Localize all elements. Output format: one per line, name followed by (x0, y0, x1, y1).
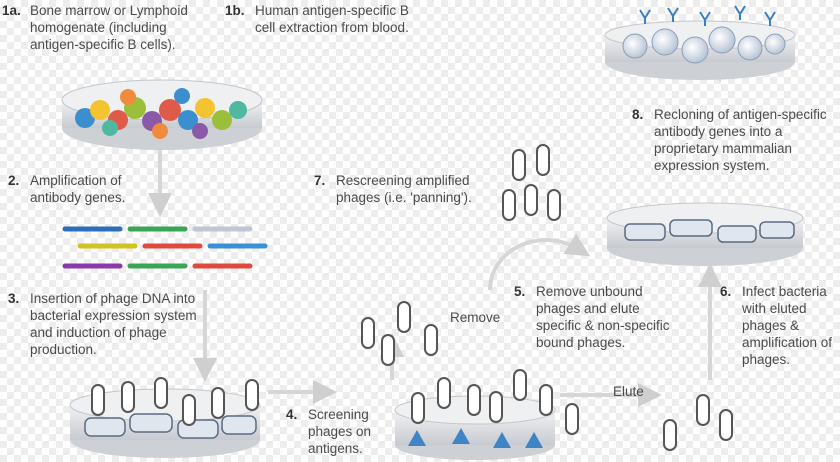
step-5-label: 5. Remove unbound phages and elute speci… (514, 284, 670, 350)
phage-group-amplified (502, 144, 561, 221)
antigen-triangles (408, 428, 543, 448)
petri-dish-b-cells (604, 5, 796, 80)
step-6-label: 6. Infect bacteria with eluted phages & … (720, 284, 833, 367)
cell-cluster (75, 88, 247, 139)
step-2-label: 2. Amplification of antibody genes. (8, 173, 126, 205)
step-1b-label: 1b. Human antigen-specific B cell extrac… (225, 3, 409, 35)
petri-dish-bone-marrow (61, 79, 263, 150)
elute-label: Elute (613, 384, 644, 399)
petri-dish-mammalian-expression (606, 202, 804, 266)
step-4-label: 4. Screening phages on antigens. (286, 407, 372, 456)
step-1a-label: 1a. Bone marrow or Lymphoid homogenate (… (2, 3, 188, 52)
antibody-gene-bars (62, 226, 268, 269)
step-3-label: 3. Insertion of phage DNA into bacterial… (8, 291, 197, 357)
phage-group-step3 (91, 377, 259, 426)
step-7-label: 7. Rescreening amplified phages (i.e. 'p… (314, 173, 472, 205)
antibody-glyphs (639, 5, 776, 26)
step-8-label: 8. Recloning of antigen-specific antibod… (632, 107, 827, 173)
flow-arrows (148, 30, 732, 407)
remove-label: Remove (450, 310, 501, 325)
phage-group-bound (411, 369, 579, 435)
phage-group-eluted (663, 394, 733, 451)
phage-group-removed (361, 301, 438, 366)
